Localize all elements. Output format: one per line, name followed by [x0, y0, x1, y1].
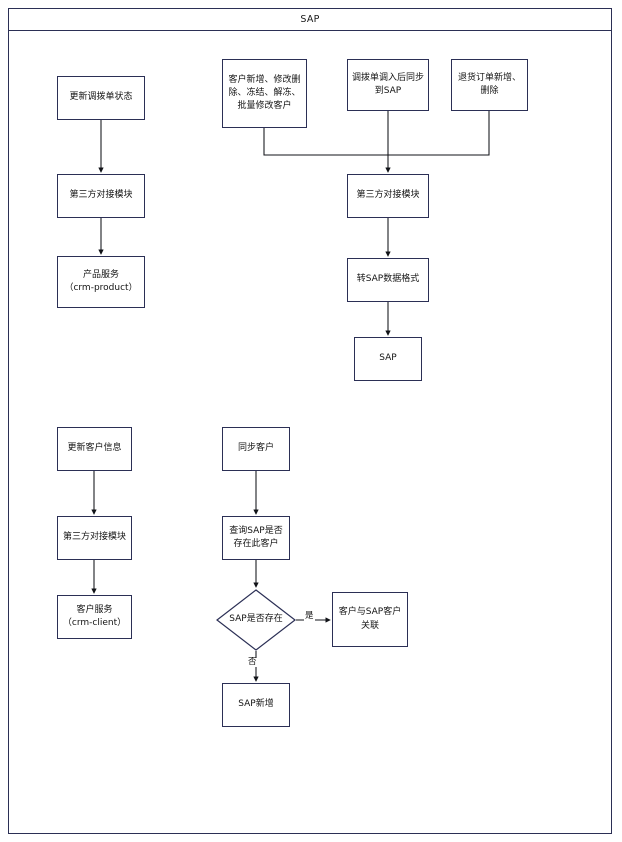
- pool-sap: SAP: [8, 8, 612, 834]
- edge-label-no: 否: [247, 657, 258, 667]
- decision-label: SAP是否存在: [229, 614, 283, 625]
- node-convert-sap-format[interactable]: 转SAP数据格式: [347, 258, 429, 302]
- node-link-customer-to-sap[interactable]: 客户与SAP客户关联: [332, 592, 408, 647]
- node-update-customer-info[interactable]: 更新客户信息: [57, 427, 132, 471]
- node-third-party-module-2[interactable]: 第三方对接模块: [347, 174, 429, 218]
- diamond-shape: [216, 589, 296, 651]
- node-query-sap-customer[interactable]: 查询SAP是否存在此客户: [222, 516, 290, 560]
- node-third-party-module-3[interactable]: 第三方对接模块: [57, 516, 132, 560]
- node-third-party-module-1[interactable]: 第三方对接模块: [57, 174, 145, 218]
- node-sync-customer[interactable]: 同步客户: [222, 427, 290, 471]
- edge-label-yes: 是: [304, 611, 315, 621]
- node-sap-endpoint[interactable]: SAP: [354, 337, 422, 381]
- node-update-transfer-order-status[interactable]: 更新调拨单状态: [57, 76, 145, 120]
- node-client-service[interactable]: 客户服务 （crm-client）: [57, 595, 132, 639]
- pool-header-label: SAP: [9, 9, 611, 31]
- node-sap-exists-decision[interactable]: SAP是否存在: [216, 589, 296, 651]
- node-transfer-order-sync[interactable]: 调拨单调入后同步到SAP: [347, 59, 429, 111]
- node-product-service[interactable]: 产品服务 （crm-product）: [57, 256, 145, 308]
- node-sap-create[interactable]: SAP新增: [222, 683, 290, 727]
- node-return-order-crud[interactable]: 退货订单新增、删除: [451, 59, 528, 111]
- node-customer-crud[interactable]: 客户新增、修改删除、冻结、解冻、批量修改客户: [222, 59, 307, 128]
